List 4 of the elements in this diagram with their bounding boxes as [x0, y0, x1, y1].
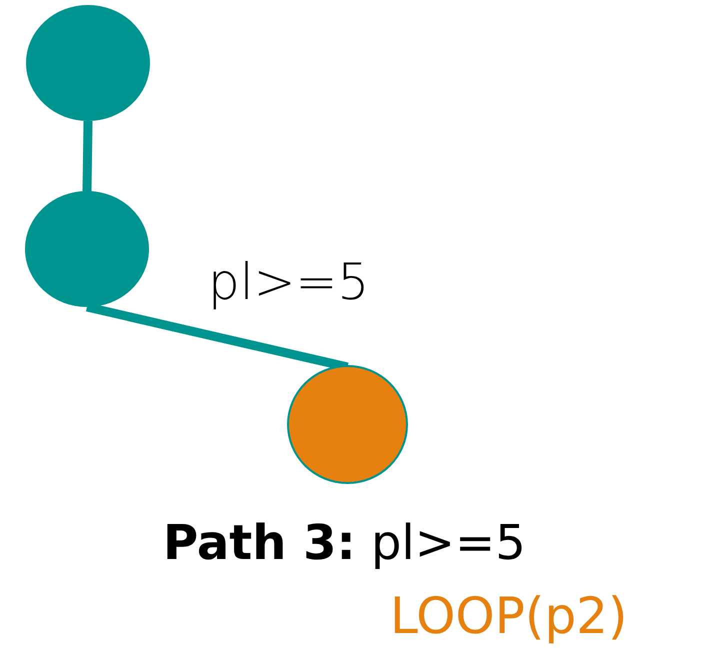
- text-label: LOOP(p2): [390, 587, 628, 645]
- text-label: Path 3: pl>=5: [163, 515, 526, 571]
- connector-line: [82, 120, 92, 194]
- edge-label: pl>=5: [208, 253, 370, 311]
